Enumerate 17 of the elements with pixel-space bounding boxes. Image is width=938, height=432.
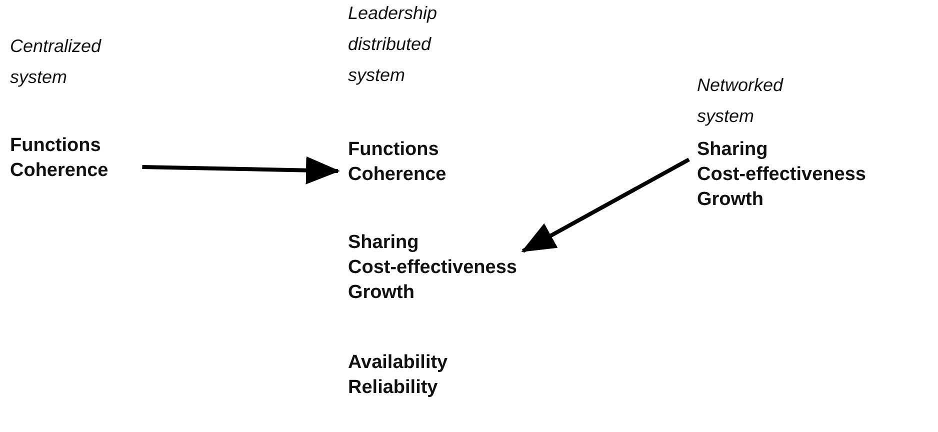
term-label: Sharing	[348, 231, 420, 255]
term-label: Availability	[348, 351, 448, 375]
term-label: Cost-effectiveness	[697, 163, 866, 187]
term-label: Reliability	[348, 376, 439, 400]
term-label: Sharing	[697, 138, 769, 162]
term-label: Growth	[697, 188, 764, 212]
term-label: Growth	[348, 281, 416, 305]
arrow	[142, 156, 340, 184]
system-heading: Leadership distributed system	[348, 2, 438, 87]
system-heading: Networked system	[697, 74, 784, 128]
term-label: Coherence	[348, 163, 446, 187]
arrow	[521, 158, 690, 253]
term-label: Cost-effectiveness	[348, 256, 517, 280]
term-label: Coherence	[10, 159, 108, 183]
term-label: Functions	[10, 134, 102, 158]
term-label: Functions	[348, 138, 440, 162]
system-heading: Centralized system	[10, 35, 102, 89]
